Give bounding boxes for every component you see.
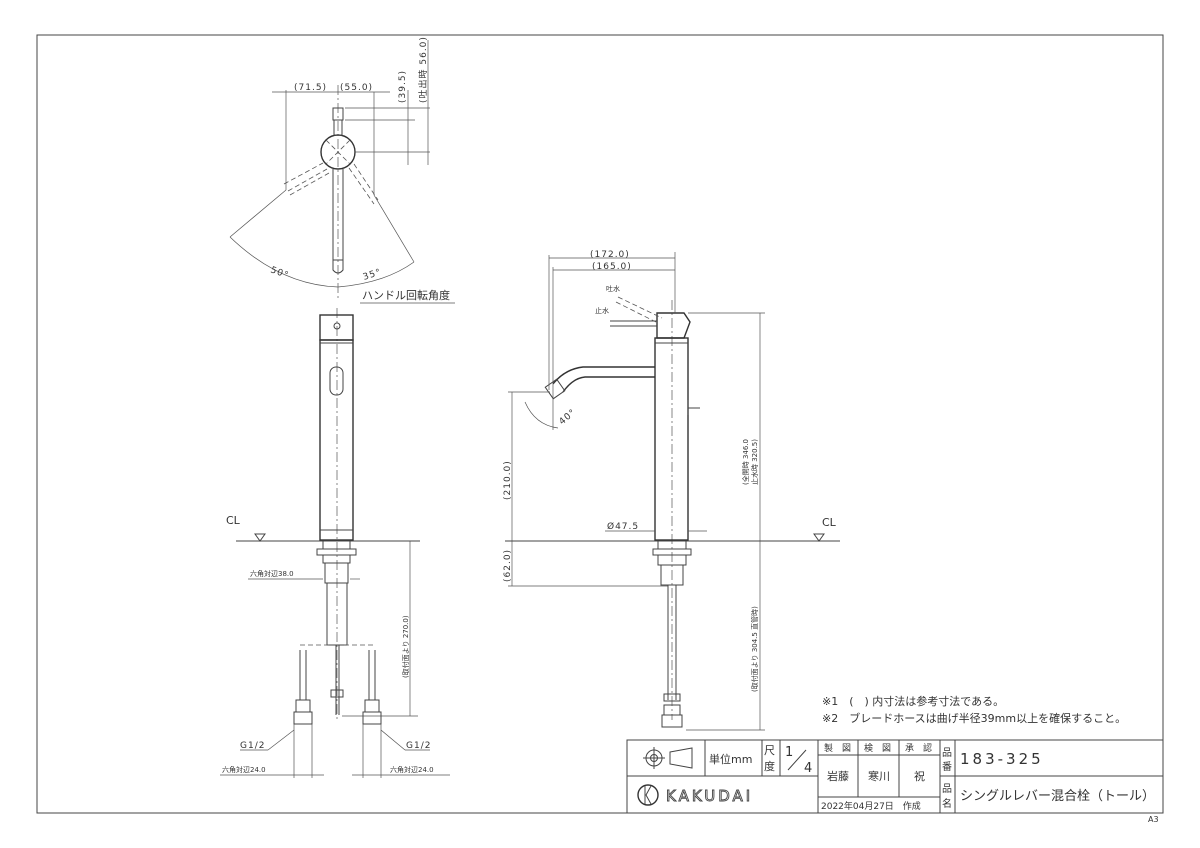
date-created: 2022年04月27日 作成 [821,800,921,812]
name-approved: 祝 [914,769,925,783]
dim-165: (165.0) [592,262,632,272]
hex-38: 六角対辺38.0 [250,569,294,578]
diameter-47-5: Ø47.5 [607,521,639,532]
angle-50: 50° [269,265,290,281]
dim-55: (55.0) [340,83,373,93]
header-drafted: 製 図 [824,742,851,754]
sheet-size: A3 [1148,815,1159,824]
dim-320-5: 止水時 320.5) [750,439,759,485]
title-block: 単位mm 尺 度 1 4 製 図 検 図 承 認 岩藤 寒川 祝 2022年04… [626,739,1164,814]
dim-172: (172.0) [590,250,630,260]
scale-denominator: 4 [804,761,812,776]
dim-346: (全開時 346.0 [741,439,750,485]
part-name-label-1: 品 [942,783,952,795]
name-checked: 寒川 [868,769,890,783]
part-no-label-1: 品 [942,747,952,759]
dim-304-5: (取付面より 304.5 直管時) [750,606,759,692]
label-water-open: 吐水 [606,284,620,293]
cl-label-side: CL [822,516,837,529]
header-checked: 検 図 [864,742,891,754]
scale-numerator: 1 [785,745,793,760]
scale-label-2: 度 [764,759,775,773]
angle-35: 35° [362,267,383,282]
hex-24-left: 六角対辺24.0 [222,765,266,774]
part-name: シングルレバー混合栓（トール） [960,789,1155,804]
hex-24-right: 六角対辺24.0 [390,765,434,774]
dim-56: (吐出時 56.0) [417,36,429,103]
svg-text:KAKUDAI: KAKUDAI [666,787,753,805]
dim-210: (210.0) [503,460,513,500]
part-name-label-2: 名 [942,797,952,810]
thread-g12-left: G1/2 [240,741,265,751]
side-view: (172.0) (165.0) 吐水 止水 40° (210.0) (62.0)… [503,250,840,731]
kakudai-logo: KAKUDAI [637,784,753,806]
header-approved: 承 認 [905,742,932,754]
label-water-stop: 止水 [595,306,609,315]
note-1: ※1 ( ) 内寸法は参考寸法である。 [822,694,1004,708]
part-number: 183-325 [960,750,1044,768]
drawing-border [36,34,1164,814]
dim-62: (62.0) [503,549,513,582]
top-view: (71.5) (55.0) (39.5) (吐出時 56.0) 50° 35° … [229,36,455,304]
unit-label: 単位mm [709,752,752,766]
note-2: ※2 ブレードホースは曲げ半径39mm以上を確保すること。 [822,711,1126,725]
thread-g12-right: G1/2 [406,741,431,751]
scale-label-1: 尺 [764,744,775,757]
name-drafted: 岩藤 [827,769,849,783]
dim-270: (取付面より 270.0) [401,615,410,678]
dim-39-5: (39.5) [398,70,408,103]
part-no-label-2: 番 [942,761,952,773]
handle-rotation-caption: ハンドル回転角度 [362,288,450,302]
projection-symbol-icon [643,747,693,769]
cl-label-front: CL [226,514,241,527]
front-view: CL 六角対辺38.0 (取付面より 270.0) G1/2 G1/2 六角対辺… [220,308,450,778]
dim-71-5: (71.5) [294,83,327,93]
angle-40: 40° [558,407,579,427]
